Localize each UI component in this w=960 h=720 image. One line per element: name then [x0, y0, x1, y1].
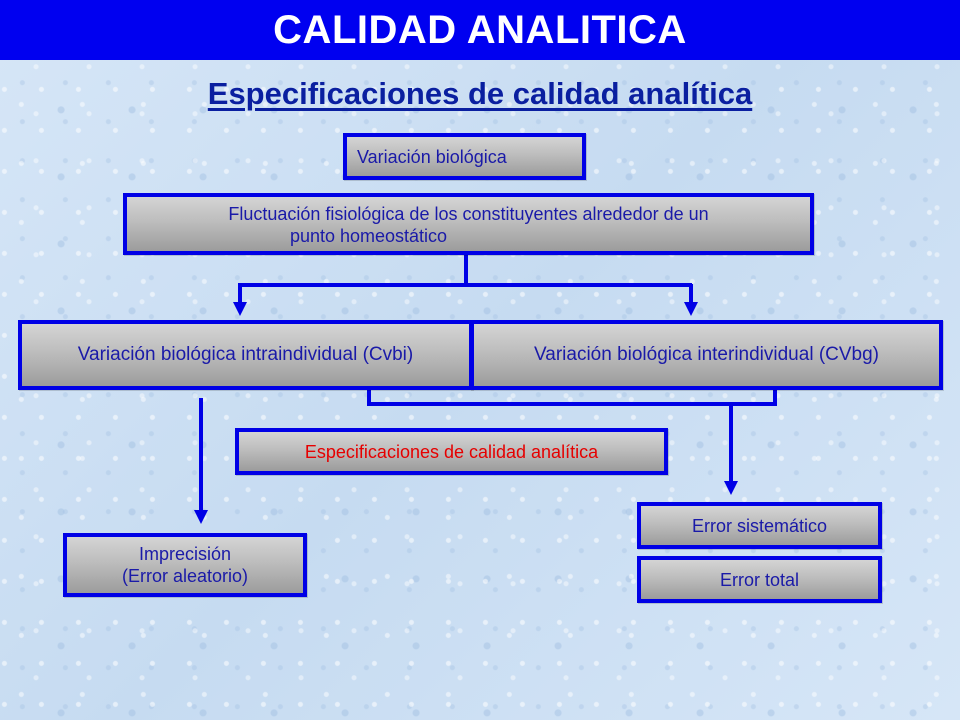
arrowhead-error-sistematico: [724, 481, 738, 495]
slide-title: CALIDAD ANALITICA: [273, 7, 687, 52]
node-especificaciones-label: Especificaciones de calidad analítica: [304, 441, 599, 462]
node-error-sistematico-label: Error sistemático: [691, 515, 828, 536]
slide-subtitle: Especificaciones de calidad analítica: [207, 76, 753, 111]
slide-subtitle-wrap: Especificaciones de calidad analítica: [0, 76, 960, 112]
node-especificaciones: Especificaciones de calidad analítica: [235, 428, 668, 475]
title-bar: CALIDAD ANALITICA: [0, 0, 960, 60]
node-fluctuacion-line1: Fluctuación fisiológica de los constituy…: [228, 204, 709, 224]
node-fluctuacion-line2: punto homeostático: [289, 226, 448, 246]
node-error-total-label: Error total: [719, 569, 800, 590]
arrowhead-imprecision: [194, 510, 208, 524]
node-error-total: Error total: [637, 556, 882, 603]
node-imprecision-line2: (Error aleatorio): [121, 566, 249, 586]
arrowhead-interindividual: [684, 302, 698, 316]
node-imprecision: Imprecisión (Error aleatorio): [63, 533, 307, 597]
node-imprecision-line1: Imprecisión: [138, 544, 232, 564]
node-fluctuacion: Fluctuación fisiológica de los constituy…: [123, 193, 814, 255]
node-interindividual-label: Variación biológica interindividual (CVb…: [534, 344, 879, 365]
node-variacion-biologica: Variación biológica: [343, 133, 586, 180]
connector-bracket: [367, 389, 777, 406]
node-variacion-biologica-label: Variación biológica: [357, 146, 507, 167]
arrowhead-intraindividual: [233, 302, 247, 316]
node-intraindividual: Variación biológica intraindividual (Cvb…: [18, 320, 473, 390]
node-intraindividual-label: Variación biológica intraindividual (Cvb…: [77, 344, 414, 365]
node-interindividual: Variación biológica interindividual (CVb…: [470, 320, 943, 390]
node-error-sistematico: Error sistemático: [637, 502, 882, 549]
